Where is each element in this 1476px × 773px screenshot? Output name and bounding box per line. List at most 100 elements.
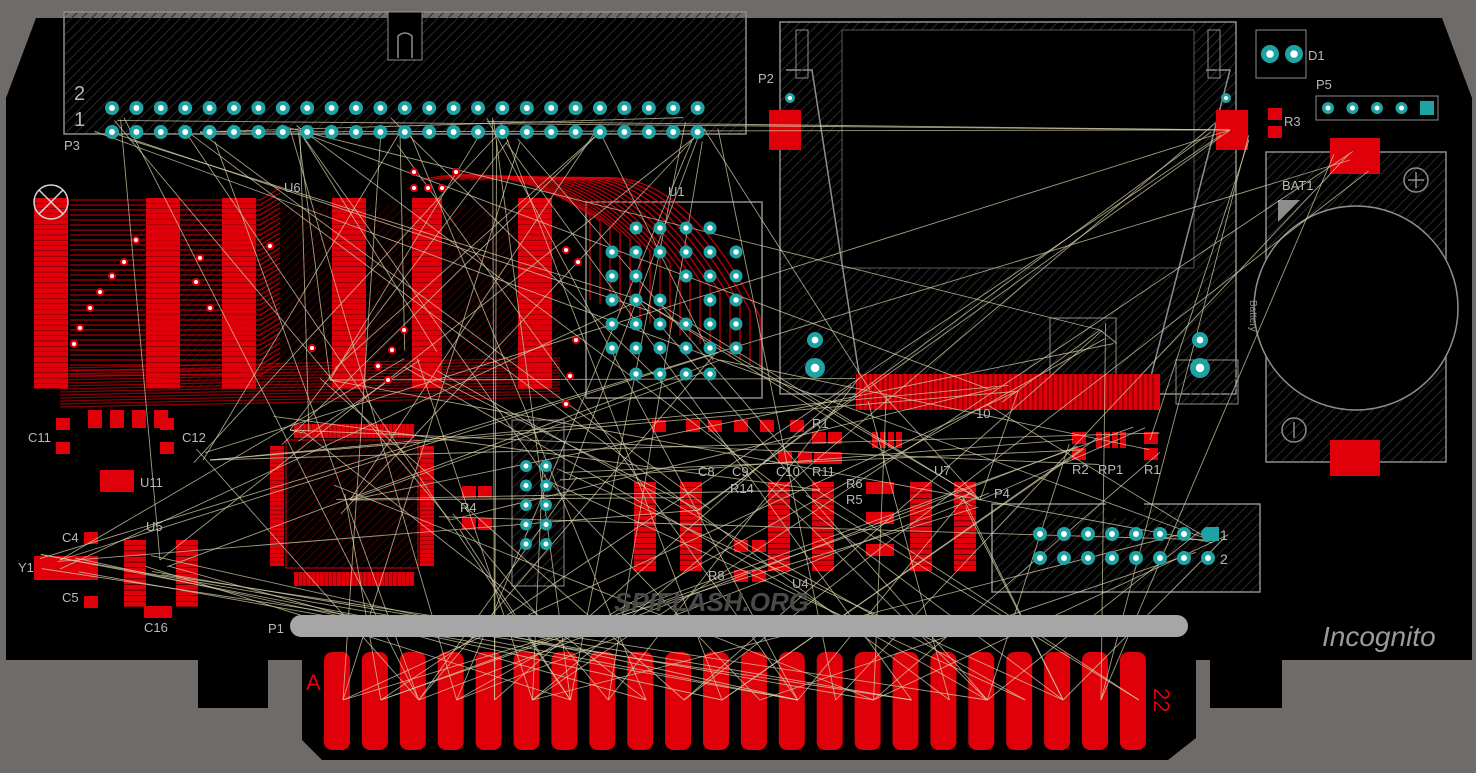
ratsnest-line (1100, 323, 1107, 701)
soic-pad (768, 560, 790, 566)
qfp-right-pad (420, 463, 434, 468)
u8-left-pad (146, 304, 180, 309)
u-left-pad (34, 198, 68, 203)
qfp-left-pad (270, 544, 284, 549)
ratsnest-line (342, 506, 979, 701)
u8-right-pad (222, 314, 256, 320)
u8-left-pad (146, 383, 180, 389)
bga-ball-drill (733, 297, 739, 303)
p4-pin-drill (1109, 531, 1115, 537)
u8-right-pad (222, 235, 256, 241)
qfp-top-pad (371, 424, 376, 438)
soic-pad (954, 510, 976, 515)
qfp-body (285, 439, 419, 569)
p4-pin-drill (1037, 531, 1043, 537)
edge-finger (627, 652, 654, 750)
p4-pin1 (1205, 527, 1219, 541)
p3-pin-row2-drill (109, 105, 115, 111)
ratsnest-line (342, 131, 382, 701)
ratsnest-line (867, 400, 950, 701)
qfp-bottom-pad (410, 572, 415, 586)
ratsnest-line (301, 429, 647, 701)
silkscreen-labels: 2 1 P3 P2 D1 P5 R3 BAT1 U1 U6 C11 C12 U1… (18, 48, 1332, 636)
bga-ball-drill (633, 371, 639, 377)
ratsnest-line (114, 120, 451, 521)
soic-pad (812, 566, 834, 571)
u8-left-pad (146, 367, 180, 373)
u6-left-pad (332, 245, 366, 251)
edge-finger (740, 652, 767, 750)
ratsnest-line (494, 384, 852, 701)
u6-left-pad (332, 282, 366, 288)
label-u11: U11 (140, 475, 163, 490)
u3-pin-drill (543, 502, 549, 508)
ratsnest-line (697, 129, 1231, 511)
trace (70, 312, 281, 326)
bga-ball-drill (683, 345, 689, 351)
p3-pin-row2-drill (523, 105, 530, 111)
label-c10: C10 (776, 464, 800, 479)
via-drill (78, 326, 82, 330)
soic-pad (812, 538, 834, 543)
qfp-bottom-pad (392, 572, 397, 586)
trace (59, 375, 561, 387)
bga-ball-drill (633, 225, 639, 231)
ratsnest-line (683, 170, 1369, 701)
bga-ball-drill (683, 321, 689, 327)
ratsnest-line (380, 492, 974, 701)
soic-pad (768, 521, 790, 527)
qfp-left-pad (270, 446, 284, 450)
large-pad (1330, 138, 1380, 174)
ratsnest-line (986, 443, 1070, 701)
qfp-top-pad (405, 424, 410, 438)
u8-right-pad (222, 219, 256, 225)
trace (59, 384, 561, 396)
rp1-pad (1104, 432, 1110, 448)
u6-left-pad (332, 251, 366, 256)
u8-left-pad (146, 256, 180, 262)
label-y1: Y1 (18, 560, 34, 575)
qfp-right-pad (420, 562, 434, 567)
ratsnest-line (494, 141, 497, 701)
qfp-left-pad (270, 549, 284, 554)
u8-right-pad (222, 198, 256, 203)
u2-pad (518, 309, 552, 315)
p5-pin1 (1420, 101, 1434, 115)
via-drill (122, 260, 126, 264)
p4-pin-drill (1109, 555, 1115, 561)
passive-pad (144, 606, 158, 618)
trace (70, 262, 281, 276)
qfp-right-pad (420, 527, 434, 532)
trace (70, 212, 281, 226)
qfp-right-pad (420, 553, 434, 558)
p2-mount-drill (1196, 336, 1204, 344)
u8-right-pad (222, 293, 256, 299)
ratsnest-line (500, 122, 723, 701)
copper-traces (59, 173, 1154, 410)
trace (70, 342, 281, 356)
u6-left-pad (332, 298, 366, 304)
ratsnest-line (214, 141, 420, 701)
soic-pad (680, 521, 702, 527)
u-left-pad (34, 261, 68, 267)
bga-ball-drill (657, 249, 663, 255)
bga-ball-drill (657, 297, 663, 303)
trace (70, 222, 281, 236)
qfp-left-pad (270, 489, 284, 493)
p2-pin-drill (787, 95, 793, 101)
qfp-bottom-pad (294, 572, 298, 586)
u-left-pad (34, 256, 68, 262)
u6-right-pad (412, 256, 442, 262)
u2-pad (518, 213, 552, 219)
soic-pad (176, 540, 198, 545)
label-c5: C5 (62, 590, 79, 605)
ratsnest-line (333, 484, 874, 701)
edge-finger (778, 652, 805, 750)
passive-pad (160, 442, 174, 454)
p3-pin-row2-drill (231, 105, 237, 111)
ratsnest-line (380, 134, 1222, 701)
bga-ball-drill (707, 297, 713, 303)
ratsnest-line (717, 128, 837, 701)
qfp-right-pad (420, 480, 434, 485)
u6-left-pad (332, 319, 366, 325)
